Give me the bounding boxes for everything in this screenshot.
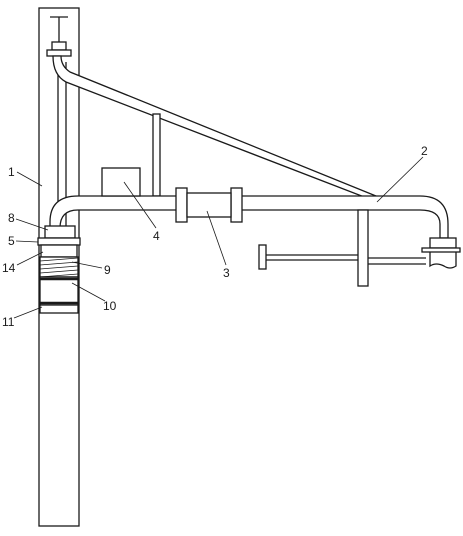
bottom-ring <box>39 304 79 314</box>
threaded-section <box>39 256 79 278</box>
upper-cylinder <box>40 244 78 258</box>
vertical-support-strut <box>152 113 161 197</box>
callout-2: 2 <box>421 144 428 158</box>
handle-rod <box>258 244 358 270</box>
callout-14: 14 <box>2 261 16 275</box>
junction-box <box>101 167 141 197</box>
callout-1: 1 <box>8 165 15 179</box>
flanged-coupling <box>175 187 243 223</box>
callout-8: 8 <box>8 211 15 225</box>
callout-11: 11 <box>2 315 15 329</box>
callout-4: 4 <box>153 229 160 243</box>
callout-5: 5 <box>8 234 15 248</box>
callout-9: 9 <box>104 263 111 277</box>
support-bar <box>357 209 426 287</box>
callout-labels: 1 2 3 4 5 8 9 10 11 14 <box>2 144 428 329</box>
flange-plate <box>37 237 81 246</box>
leader-lines <box>13 156 424 319</box>
outlet-flange <box>421 237 461 269</box>
callout-10: 10 <box>103 299 117 313</box>
callout-3: 3 <box>223 266 230 280</box>
filter-body <box>39 276 79 306</box>
horizontal-main-pipe <box>49 195 449 239</box>
neck-connector <box>44 225 76 239</box>
